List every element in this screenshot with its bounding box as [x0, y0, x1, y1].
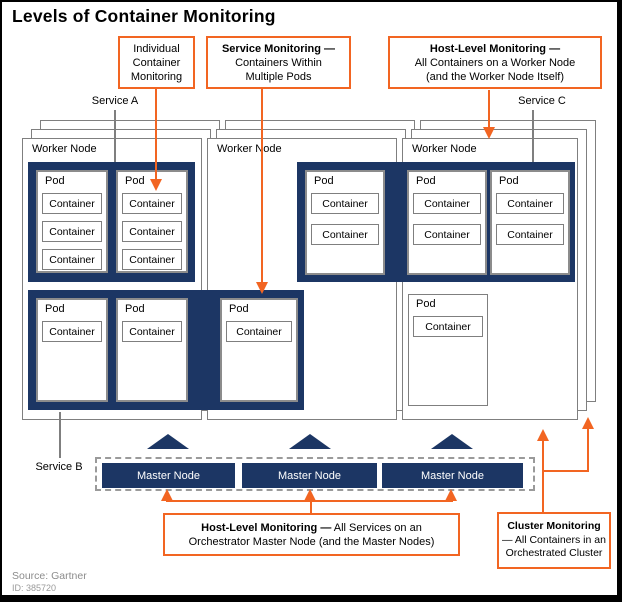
- pod-label: Pod: [416, 175, 436, 187]
- service-a-label: Service A: [91, 95, 139, 107]
- pod: Pod Container: [220, 298, 298, 402]
- worker-node-1-label: Worker Node: [32, 143, 97, 155]
- callout-text: Service Monitoring —: [221, 42, 336, 55]
- callout-text: Orchestrated Cluster: [505, 547, 603, 560]
- pod-label: Pod: [125, 303, 145, 315]
- pod-label: Pod: [229, 303, 249, 315]
- host-monitoring-arrow-line: [488, 90, 490, 127]
- callout-host-level-master: Host-Level Monitoring — All Services on …: [163, 513, 460, 556]
- master-node-2: Master Node: [242, 463, 377, 488]
- arrow-down-icon: [256, 282, 268, 294]
- container-box: Container: [311, 193, 379, 214]
- master-node-1: Master Node: [102, 463, 235, 488]
- pod: Pod Container: [116, 298, 188, 402]
- container-box: Container: [42, 221, 102, 242]
- container-box: Container: [413, 316, 483, 337]
- triangle-up-icon: [289, 434, 331, 449]
- pod: Pod Container Container: [490, 170, 570, 275]
- cluster-branch-line: [542, 470, 589, 472]
- source-attribution: Source: Gartner: [12, 570, 87, 582]
- callout-text: All Containers on a Worker Node: [414, 56, 576, 69]
- container-box: Container: [122, 221, 182, 242]
- arrow-down-icon: [483, 127, 495, 139]
- callout-text: Individual: [133, 42, 180, 55]
- pod-label: Pod: [416, 298, 436, 310]
- callout-text: — All Containers in an: [502, 533, 606, 546]
- arrow-up-icon: [161, 489, 173, 501]
- container-box: Container: [226, 321, 292, 342]
- pod-label: Pod: [45, 175, 65, 187]
- container-box: Container: [496, 193, 564, 214]
- callout-text-bold: Host-Level Monitoring —: [201, 521, 332, 534]
- cluster-arrow-left-line: [542, 441, 544, 512]
- callout-text: Monitoring: [130, 70, 183, 83]
- container-box: Container: [311, 224, 379, 245]
- page-title: Levels of Container Monitoring: [12, 6, 276, 26]
- callout-text: Orchestrator Master Node (and the Master…: [188, 535, 435, 548]
- cluster-arrow-right-line: [587, 429, 589, 471]
- arrow-up-icon: [582, 417, 594, 429]
- triangle-up-icon: [147, 434, 189, 449]
- source-id: ID: 385720: [12, 583, 57, 593]
- callout-text-rest: All Services on an: [333, 521, 422, 534]
- worker-node-3-label: Worker Node: [412, 143, 477, 155]
- service-b-connector-line: [59, 412, 61, 458]
- pod-label: Pod: [45, 303, 65, 315]
- callout-text: Multiple Pods: [245, 70, 312, 83]
- service-c-label: Service C: [518, 95, 566, 107]
- container-box: Container: [413, 193, 481, 214]
- pod: Pod Container Container Container: [36, 170, 108, 273]
- callout-text: Container: [132, 56, 181, 69]
- container-box: Container: [122, 193, 182, 214]
- arrow-down-icon: [150, 179, 162, 191]
- callout-individual-container-monitoring: Individual Container Monitoring: [118, 36, 195, 89]
- service-b-label: Service B: [35, 461, 83, 473]
- callout-text: (and the Worker Node Itself): [426, 70, 564, 83]
- arrow-up-icon: [445, 489, 457, 501]
- container-box: Container: [42, 193, 102, 214]
- host-master-branch-line: [166, 500, 453, 502]
- pod: Pod Container: [408, 294, 488, 406]
- callout-text: Host-Level Monitoring — All Services on …: [201, 521, 422, 535]
- callout-host-level-worker: Host-Level Monitoring — All Containers o…: [388, 36, 602, 89]
- pod-label: Pod: [125, 175, 145, 187]
- host-master-stub-line: [310, 500, 312, 513]
- triangle-up-icon: [431, 434, 473, 449]
- container-box: Container: [122, 321, 182, 342]
- container-box: Container: [496, 224, 564, 245]
- callout-text: Cluster Monitoring: [507, 520, 601, 533]
- container-box: Container: [42, 249, 102, 270]
- pod: Pod Container Container: [407, 170, 487, 275]
- service-c-connector-line: [532, 110, 534, 162]
- worker-node-2-label: Worker Node: [217, 143, 282, 155]
- arrow-up-icon: [304, 489, 316, 501]
- container-box: Container: [413, 224, 481, 245]
- pod-label: Pod: [499, 175, 519, 187]
- service-monitoring-arrow-line: [261, 88, 263, 282]
- callout-text: Host-Level Monitoring —: [429, 42, 561, 55]
- arrow-up-icon: [537, 429, 549, 441]
- pod-label: Pod: [314, 175, 334, 187]
- pod: Pod Container Container: [305, 170, 385, 275]
- master-node-3: Master Node: [382, 463, 523, 488]
- callout-service-monitoring: Service Monitoring — Containers Within M…: [206, 36, 351, 89]
- individual-monitoring-arrow-line: [155, 88, 157, 179]
- callout-cluster-monitoring: Cluster Monitoring — All Containers in a…: [497, 512, 611, 569]
- container-box: Container: [42, 321, 102, 342]
- pod: Pod Container: [36, 298, 108, 402]
- callout-text: Containers Within: [235, 56, 322, 69]
- service-a-connector-line: [114, 110, 116, 162]
- container-box: Container: [122, 249, 182, 270]
